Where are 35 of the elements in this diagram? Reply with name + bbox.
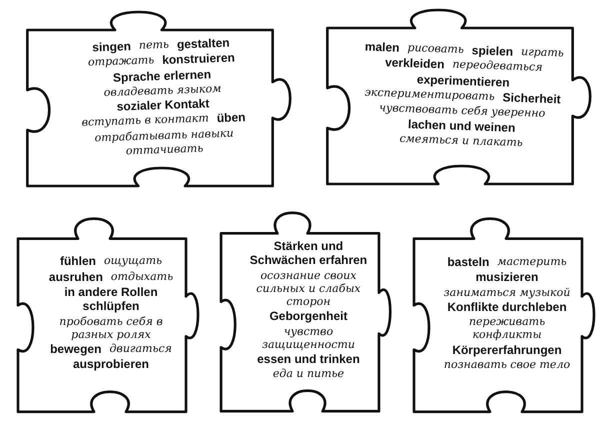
translation-text: познавать свое тело — [444, 358, 570, 372]
translation-text: еда и питье — [272, 367, 344, 381]
translation-text: чувство защищенности — [260, 324, 356, 351]
activity-text: essen und trinken — [257, 352, 360, 366]
translation-text: двигаться — [109, 342, 172, 356]
activity-text: Körpererfahrungen — [452, 342, 562, 357]
translation-text: оттачивать — [126, 142, 204, 158]
activity-text: verkleiden — [385, 56, 446, 72]
translation-text: заниматься музыкой — [444, 286, 570, 299]
activity-text: gestalten — [177, 35, 230, 52]
activity-text: musizieren — [476, 270, 538, 285]
translation-text: мастерить — [497, 254, 567, 270]
activity-text: basteln — [447, 254, 490, 270]
activity-text: ausruhen — [48, 270, 103, 284]
translation-text: петь — [139, 38, 170, 53]
activity-text: malen — [365, 39, 400, 55]
translation-text: играть — [521, 44, 564, 60]
activity-text: Konflikte durchleben — [447, 300, 567, 314]
activity-text: in andere Rollen schlüpfen — [63, 284, 159, 314]
translation-text: переживать конфликты — [468, 315, 546, 342]
activity-text: ausprobieren — [72, 357, 150, 372]
activity-text: Stärken und Schwächen erfahren — [248, 238, 368, 268]
activity-text: konstruieren — [162, 50, 236, 68]
translation-text: осознание своих сильных и слабых сторон — [255, 268, 362, 308]
translation-text: отдыхать — [110, 270, 174, 284]
activity-text: sozialer Kontakt — [116, 96, 210, 114]
activity-text: Geborgenheit — [269, 309, 348, 324]
activity-text: Sicherheit — [502, 90, 562, 107]
activity-text: bewegen — [50, 342, 102, 356]
activity-text: singen — [92, 38, 132, 55]
activity-text: fühlen — [60, 254, 96, 269]
translation-text: ощущать — [104, 254, 162, 269]
activity-text: spielen — [472, 43, 514, 59]
activity-text: üben — [216, 110, 246, 126]
translation-text: рисовать — [408, 40, 464, 58]
